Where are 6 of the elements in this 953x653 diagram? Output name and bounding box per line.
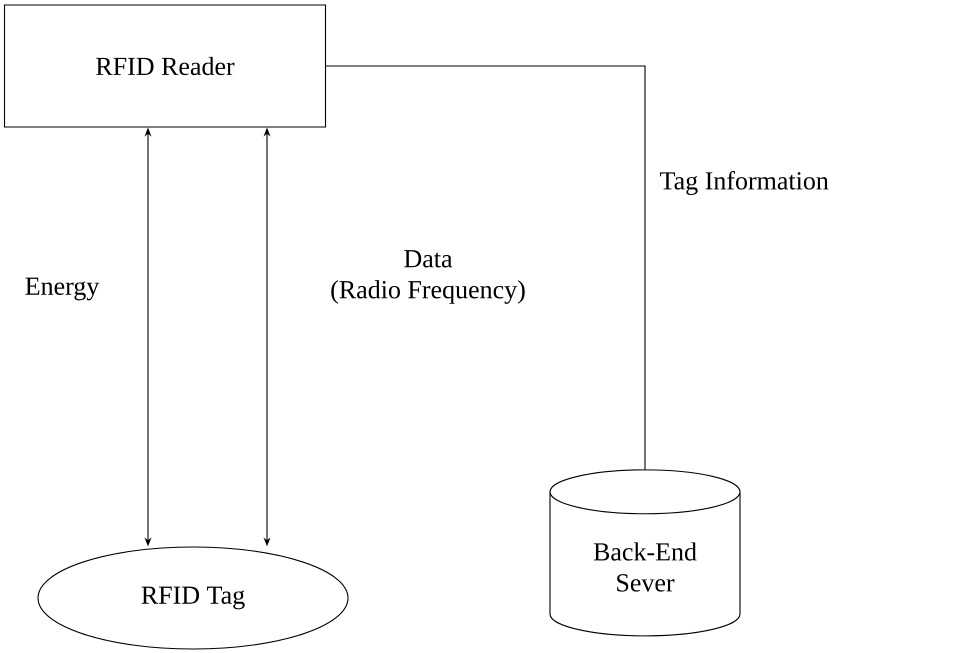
reader-box: RFID Reader	[4, 4, 326, 128]
edge-label: Energy	[22, 276, 102, 302]
connector-line	[326, 65, 646, 470]
edge-label: Tag Information	[658, 169, 831, 197]
edge-label: Data (Radio Frequency)	[311, 248, 545, 306]
server-cylinder: Back-End Sever	[549, 469, 741, 636]
